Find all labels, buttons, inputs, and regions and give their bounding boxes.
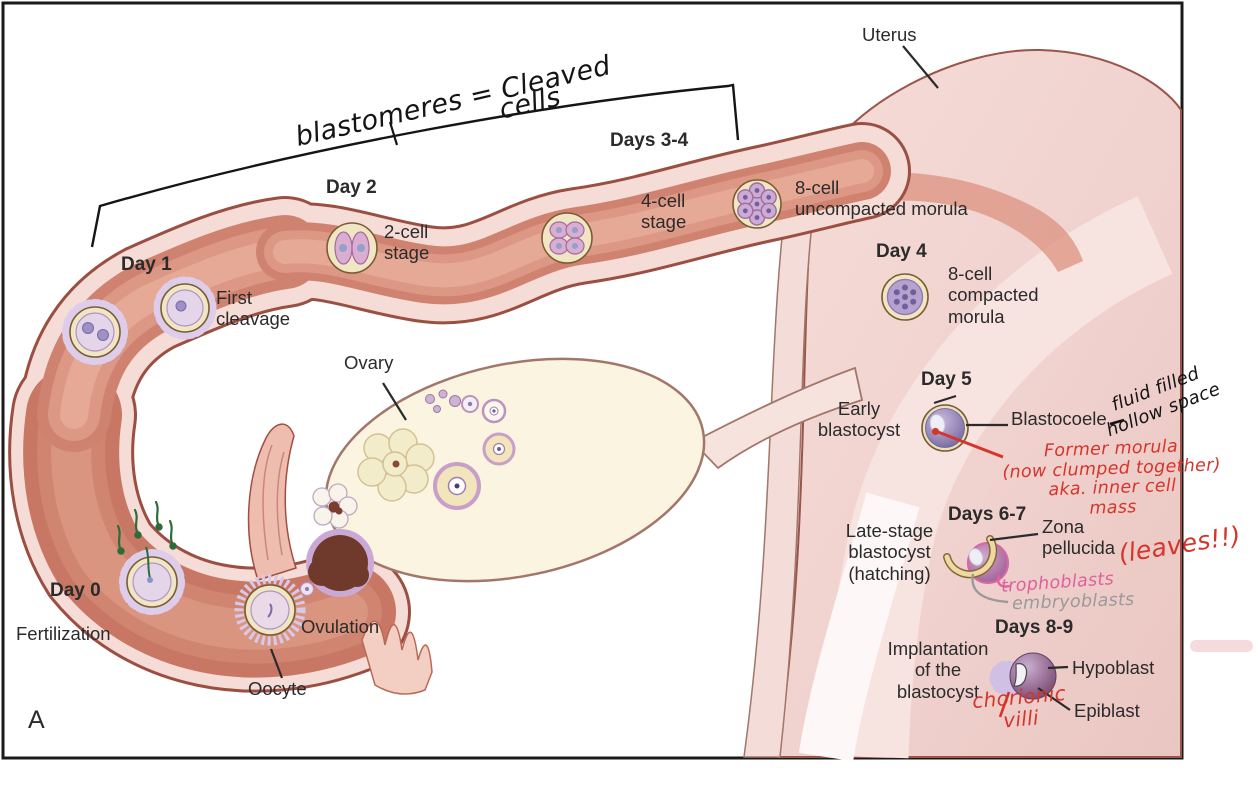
epiblast-leader-line bbox=[1037, 687, 1071, 711]
leader-lines bbox=[269, 45, 1071, 711]
first-cleavage-egg bbox=[153, 276, 217, 340]
blastocoele-label: Blastocoele bbox=[1011, 408, 1107, 429]
day-0-label: Day 0 bbox=[50, 580, 101, 601]
uterus-leader-line bbox=[902, 45, 939, 89]
ovarian-ligament bbox=[691, 366, 864, 470]
panel-letter: A bbox=[28, 706, 45, 734]
late-blastocyst-embryo bbox=[943, 535, 1010, 585]
zona-leader-line bbox=[989, 532, 1039, 542]
white-follicle bbox=[312, 483, 358, 529]
epiblast-label: Epiblast bbox=[1074, 700, 1140, 721]
sperm-cells bbox=[116, 500, 177, 555]
days-3-4-label: Days 3-4 bbox=[610, 130, 689, 151]
uterine-cavity-band bbox=[798, 492, 920, 762]
bracket-tick bbox=[388, 121, 399, 146]
bilaminar-disc bbox=[1013, 663, 1028, 687]
corpus-luteum bbox=[357, 428, 435, 502]
mature-follicle bbox=[433, 462, 481, 510]
day-2-label: Day 2 bbox=[326, 177, 377, 198]
four-cell-label: 4-cell stage bbox=[641, 190, 687, 233]
embryoblasts-note: embryoblasts bbox=[1011, 589, 1135, 615]
early-blastocyst-label: Early blastocyst bbox=[817, 398, 901, 441]
blastocoele-pointer bbox=[933, 394, 957, 405]
ovulated-oocyte bbox=[234, 574, 306, 646]
handwritten-dash bbox=[1109, 418, 1125, 426]
oocyte-leader-line bbox=[269, 648, 284, 679]
ovary-shape bbox=[299, 357, 706, 597]
ovulation-label: Ovulation bbox=[301, 616, 380, 637]
days-8-9-label: Days 8-9 bbox=[995, 617, 1074, 638]
implanting-blastocyst-embryo bbox=[989, 652, 1057, 700]
eight-cell-uncompacted-morula bbox=[732, 179, 782, 229]
fimbriae bbox=[247, 423, 433, 695]
four-cell-embryo bbox=[541, 212, 593, 264]
eight-cell-compacted-label: 8-cell compacted morula bbox=[948, 263, 1039, 327]
inner-cell-mass-dot bbox=[931, 427, 940, 436]
day-4-label: Day 4 bbox=[876, 241, 927, 262]
ovary-leader-line bbox=[382, 382, 407, 421]
uterus-label: Uterus bbox=[862, 24, 917, 45]
two-cell-embryo bbox=[326, 222, 378, 274]
fertilization-egg bbox=[119, 546, 185, 615]
day-1-label: Day 1 bbox=[121, 254, 172, 275]
ruptured-follicle bbox=[299, 529, 374, 597]
zygote bbox=[62, 299, 128, 365]
trophoblast-leader-line bbox=[996, 574, 1011, 588]
eight-cell-uncompacted-label: 8-cell uncompacted morula bbox=[795, 177, 968, 220]
fertilization-label: Fertilization bbox=[16, 623, 111, 644]
two-cell-label: 2-cell stage bbox=[384, 221, 430, 264]
ovary-label: Ovary bbox=[344, 352, 394, 373]
hypoblast-leader-line bbox=[1047, 665, 1069, 670]
chorionic-villi-leader-line bbox=[998, 691, 1011, 718]
hypoblast-label: Hypoblast bbox=[1072, 657, 1155, 678]
eight-cell-compacted-morula bbox=[881, 273, 929, 321]
oocyte-label: Oocyte bbox=[248, 678, 307, 699]
pink-smudge bbox=[1190, 640, 1253, 652]
days-6-7-label: Days 6-7 bbox=[948, 504, 1027, 525]
embryoblast-leader-line bbox=[971, 573, 1009, 604]
former-morula-note: Former morula (now clumped together) aka… bbox=[1002, 436, 1222, 519]
first-cleavage-label: First cleavage bbox=[216, 287, 291, 330]
uterus-outer-wall-band bbox=[743, 174, 819, 758]
former-morula-leader-line bbox=[937, 430, 1004, 459]
blastomeres-bracket bbox=[90, 83, 740, 248]
zona-pellucida-label: Zona pellucida bbox=[1042, 516, 1116, 559]
late-blastocyst-label: Late-stage blastocyst (hatching) bbox=[845, 520, 934, 584]
implantation-label: Implantation of the blastocyst bbox=[887, 638, 989, 702]
primordial-follicles bbox=[425, 389, 461, 413]
day-5-label: Day 5 bbox=[921, 369, 972, 390]
